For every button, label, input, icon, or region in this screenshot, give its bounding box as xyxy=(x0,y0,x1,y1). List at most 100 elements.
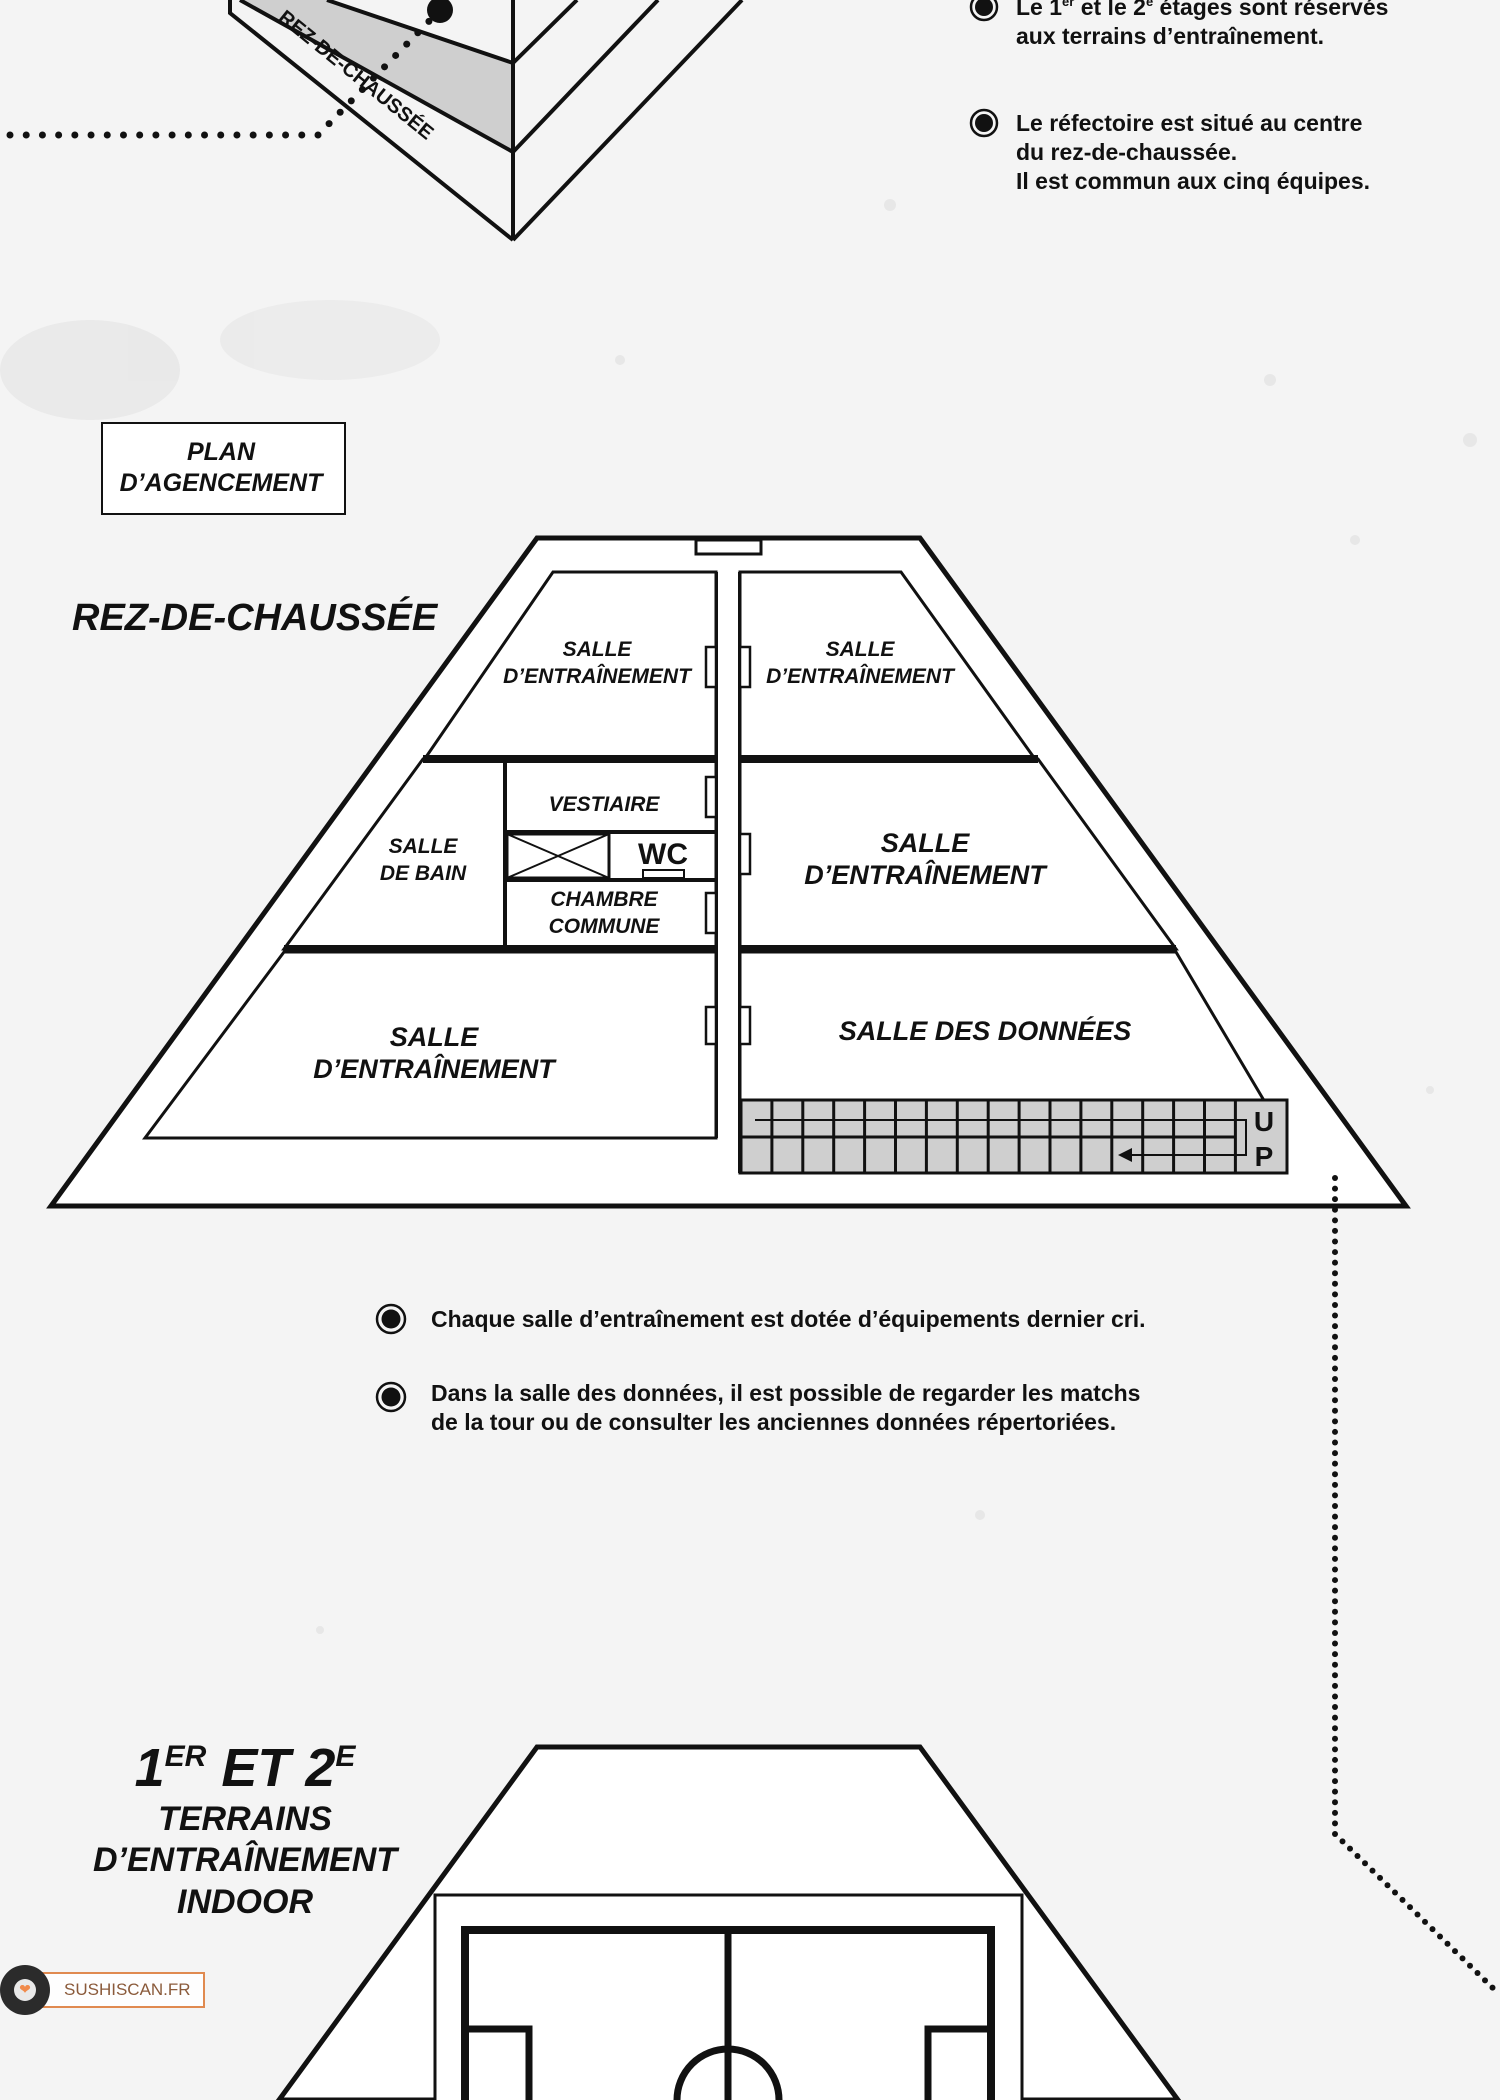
dot xyxy=(265,131,273,139)
dot xyxy=(392,51,400,59)
plan-title-box: PLAN D’AGENCEMENT xyxy=(101,422,346,515)
top-notes: Le 1er et le 2e étages sont réservés aux… xyxy=(969,0,1388,194)
room-label: CHAMBRE xyxy=(550,888,658,911)
dot xyxy=(1332,1778,1338,1785)
dot xyxy=(1332,1481,1338,1488)
dot xyxy=(414,29,422,37)
dot xyxy=(1384,1882,1391,1889)
dot xyxy=(1332,1555,1338,1562)
storage-cross-icon xyxy=(505,832,611,880)
dot xyxy=(425,17,433,25)
room-label: SALLE xyxy=(390,1022,479,1052)
note-text: de la tour ou de consulter les anciennes… xyxy=(431,1409,1116,1435)
dot xyxy=(369,74,377,82)
indoor-field-plan xyxy=(275,1744,1182,2100)
dot xyxy=(217,131,225,139)
dot xyxy=(1332,1312,1338,1319)
dot xyxy=(1332,1545,1338,1552)
dot xyxy=(1332,1227,1338,1234)
dot xyxy=(1332,1608,1338,1615)
dot xyxy=(1377,1874,1383,1881)
dot xyxy=(1332,1587,1338,1594)
bullet-icon xyxy=(969,108,999,138)
dot xyxy=(1339,1838,1346,1845)
dot xyxy=(6,131,14,139)
room-label: COMMUNE xyxy=(549,915,661,938)
dot xyxy=(1332,1756,1338,1763)
dot xyxy=(38,131,46,139)
dotted-connector-line xyxy=(1332,1175,1496,1991)
heart-icon: ❤ xyxy=(14,1979,36,2001)
dot xyxy=(249,131,257,139)
dot xyxy=(168,131,176,139)
floor-heading: REZ-DE-CHAUSSÉE xyxy=(72,595,439,639)
dot xyxy=(314,131,322,139)
dot xyxy=(103,131,111,139)
staircase: U P xyxy=(739,1098,1289,1175)
note-text: aux terrains d’entraînement. xyxy=(1016,23,1324,49)
watermark-logo: ❤ xyxy=(0,1965,50,2015)
dot xyxy=(1332,1513,1338,1520)
room-label: SALLE DES DONNÉES xyxy=(839,1015,1132,1046)
plan-title: D’AGENCEMENT xyxy=(120,469,326,497)
floor-heading: 1ER ET 2E xyxy=(135,1738,357,1798)
dot xyxy=(1332,1323,1338,1330)
dot xyxy=(1399,1896,1406,1903)
toilet-icon xyxy=(642,869,685,879)
bullet-icon xyxy=(969,0,999,22)
dot xyxy=(22,131,30,139)
dot xyxy=(1332,1534,1338,1541)
dot xyxy=(1437,1933,1443,1940)
arrow-head-icon xyxy=(1118,1148,1132,1162)
penalty-box-right xyxy=(924,2025,991,2100)
dot xyxy=(1332,1746,1338,1753)
doors xyxy=(704,645,752,1046)
floor-subtitle: INDOOR xyxy=(177,1883,313,1921)
dot xyxy=(1459,1955,1466,1962)
dot xyxy=(1332,1651,1338,1658)
dot xyxy=(1452,1948,1458,1955)
dot xyxy=(1332,1693,1338,1700)
dot xyxy=(55,131,63,139)
dot xyxy=(1332,1492,1338,1499)
dot xyxy=(1369,1867,1376,1874)
dot xyxy=(1332,1175,1338,1181)
dot xyxy=(1332,1672,1338,1679)
stairs-label: P xyxy=(1255,1141,1274,1172)
dot xyxy=(1332,1682,1338,1689)
note-text: Le 1er et le 2e étages sont réservés xyxy=(1016,0,1388,20)
dot xyxy=(1332,1376,1338,1383)
dot xyxy=(201,131,209,139)
room-label: WC xyxy=(638,838,688,871)
dot xyxy=(1482,1977,1488,1984)
floor-subtitle: D’ENTRAÎNEMENT xyxy=(93,1841,400,1879)
room-label: VESTIAIRE xyxy=(549,793,661,816)
dot xyxy=(325,120,333,128)
dot xyxy=(1332,1735,1338,1742)
dot xyxy=(1332,1831,1338,1837)
dot xyxy=(282,131,290,139)
stairs-label: U xyxy=(1254,1106,1274,1137)
dot xyxy=(347,97,355,105)
room-label: D’ENTRAÎNEMENT xyxy=(804,859,1048,890)
dot xyxy=(1332,1196,1338,1203)
dot xyxy=(1332,1640,1338,1647)
room-label: SALLE xyxy=(826,638,896,661)
dot xyxy=(1332,1386,1338,1393)
dot xyxy=(1332,1217,1338,1224)
penalty-box-left xyxy=(465,2025,533,2100)
dot xyxy=(152,131,160,139)
watermark-label: SUSHISCAN.FR xyxy=(42,1972,205,2008)
dot xyxy=(381,63,389,71)
bullet-icon xyxy=(375,1303,407,1335)
dot xyxy=(1332,1301,1338,1308)
dot xyxy=(1332,1524,1338,1531)
dot xyxy=(1332,1704,1338,1711)
dot xyxy=(1332,1619,1338,1626)
dot xyxy=(1332,1439,1338,1446)
dot xyxy=(1332,1450,1338,1457)
dot xyxy=(1332,1238,1338,1245)
dot xyxy=(1332,1503,1338,1509)
room-label: DE BAIN xyxy=(380,862,467,885)
ground-floor-plan: U P SALLE D’ENTRAÎNEMENT SALLE D’ENTRAÎN… xyxy=(46,535,1411,1209)
